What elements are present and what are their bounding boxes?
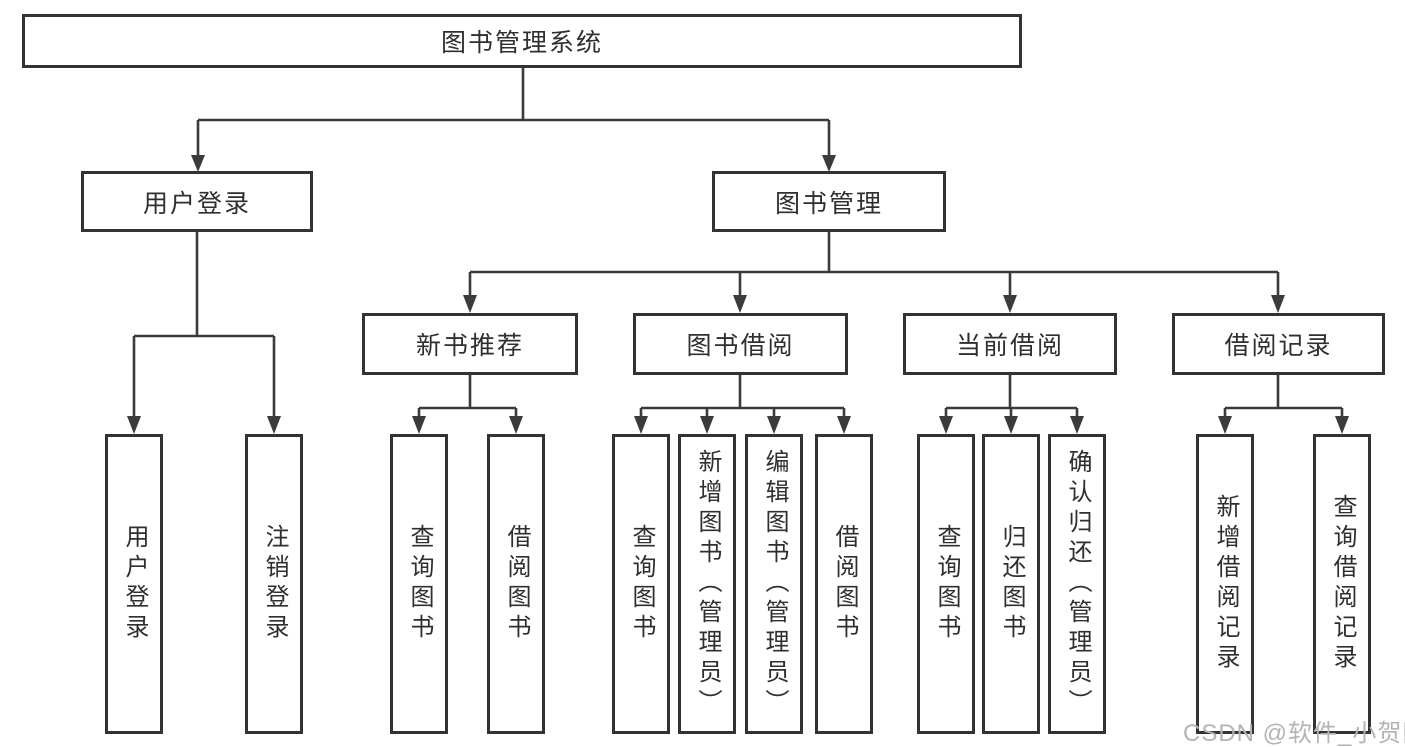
leaf-borrow-add-books-admin: 新增图书（管理员） <box>678 434 736 734</box>
leaf-recommend-query-books: 查询图书 <box>390 434 448 734</box>
leaf-recommend-borrow-books: 借阅图书 <box>487 434 545 734</box>
leaf-user-login: 用户登录 <box>105 434 163 734</box>
leaf-logout: 注销登录 <box>245 434 303 734</box>
node-user-login: 用户登录 <box>81 171 313 232</box>
node-root: 图书管理系统 <box>22 14 1022 68</box>
leaf-borrow-borrow-books: 借阅图书 <box>815 434 873 734</box>
watermark: CSDN @软件_小贺同学 <box>1183 720 1405 747</box>
node-borrow-records: 借阅记录 <box>1172 313 1385 375</box>
node-current-borrow: 当前借阅 <box>903 313 1117 375</box>
node-new-book-recommend: 新书推荐 <box>362 313 578 375</box>
leaf-borrow-query-books: 查询图书 <box>612 434 670 734</box>
node-book-borrow: 图书借阅 <box>633 313 848 375</box>
leaf-current-confirm-return-admin: 确认归还（管理员） <box>1048 434 1106 734</box>
leaf-borrow-edit-books-admin: 编辑图书（管理员） <box>745 434 803 734</box>
leaf-current-query-books: 查询图书 <box>917 434 975 734</box>
node-book-management: 图书管理 <box>712 171 946 232</box>
leaf-records-add-record: 新增借阅记录 <box>1196 434 1254 734</box>
leaf-records-query-record: 查询借阅记录 <box>1313 434 1371 734</box>
leaf-current-return-books: 归还图书 <box>982 434 1040 734</box>
